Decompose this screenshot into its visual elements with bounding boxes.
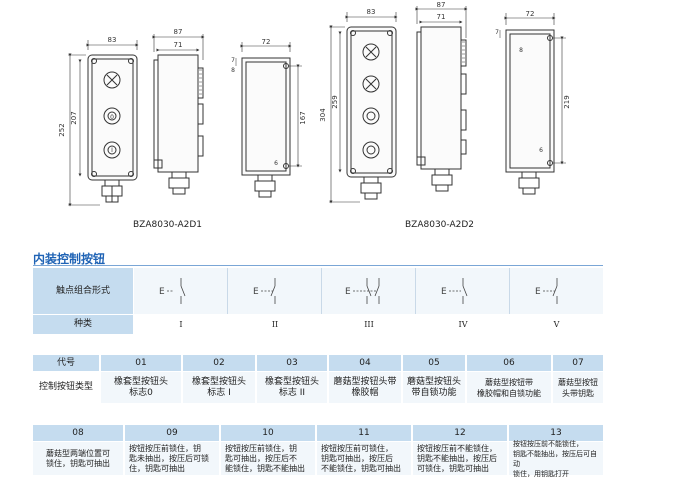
button-code-table-2: 08 蘑菇型两端位置可 锁住，钥匙可抽出 09 按钮按压前锁住，钥 匙未抽出，按… <box>33 425 603 478</box>
a2d2-front-total-height-label: 304 <box>319 108 327 122</box>
type-header: 种类 <box>33 315 133 334</box>
code-05-desc: 蘑菇型按钮头 带自锁功能 <box>403 372 465 403</box>
code-04-desc: 蘑菇型按钮头带 橡胶帽 <box>329 372 401 403</box>
svg-text:E: E <box>441 287 447 297</box>
a2d1-side-view <box>152 34 205 195</box>
contact-symbol-type-5: E <box>510 268 603 314</box>
a2d1-rear-offset-label: 8 <box>231 67 235 74</box>
code-12-desc: 按钮按压前不能锁住， 钥匙不能抽出，按压后 可锁住，钥匙可抽出 <box>413 442 507 475</box>
code-03: 03 <box>257 355 327 371</box>
code-10-desc: 按钮按压前锁住，钥 匙可抽出，按压后不 能锁住，钥匙不能抽出 <box>221 442 315 475</box>
contact-symbol-type-2: E <box>228 268 322 314</box>
a2d1-rear-top-label: 7 <box>231 57 235 64</box>
contact-form-header: 触点组合形式 <box>33 268 133 314</box>
a2d2-side-inner-depth-label: 71 <box>437 13 446 21</box>
code-05: 05 <box>403 355 465 371</box>
a2d1-front-view: 0 I <box>68 40 139 207</box>
a2d2-front-view <box>329 12 398 204</box>
a2d2-rear-width-label: 72 <box>526 10 535 18</box>
contact-symbol-type-1: E <box>134 268 228 314</box>
svg-text:E: E <box>159 287 165 297</box>
code-06: 06 <box>467 355 551 371</box>
a2d1-rear-view <box>235 42 302 198</box>
a2d1-rear-hole-height-label: 167 <box>299 111 307 124</box>
a2d2-rear-bottom-label: 6 <box>539 147 543 154</box>
a2d2-side-depth-label: 87 <box>437 1 446 9</box>
a2d1-front-total-height-label: 252 <box>58 123 66 136</box>
code-12: 12 <box>413 425 507 441</box>
type-label-1: I <box>134 315 228 334</box>
code-header: 代号 <box>33 355 99 371</box>
type-label-3: III <box>322 315 416 334</box>
a2d2-rear-hole-height-label: 219 <box>563 95 571 108</box>
a2d2-front-width-label: 83 <box>367 8 376 16</box>
contact-symbol-type-4: E <box>416 268 510 314</box>
code-13: 13 <box>509 425 603 441</box>
type-label-5: V <box>510 315 603 334</box>
code-09: 09 <box>125 425 219 441</box>
contact-symbol-type-3: E <box>322 268 416 314</box>
a2d1-rear-width-label: 72 <box>262 38 271 46</box>
code-10: 10 <box>221 425 315 441</box>
code-09-desc: 按钮按压前锁住，钥 匙未抽出，按压后可锁 住，钥匙可抽出 <box>125 442 219 475</box>
a2d1-front-width-label: 83 <box>108 36 117 44</box>
a2d2-rear-offset-label: 8 <box>519 47 523 54</box>
code-08: 08 <box>33 425 123 441</box>
svg-text:0: 0 <box>110 114 114 121</box>
a2d1-side-inner-depth-label: 71 <box>174 41 183 49</box>
section-divider <box>33 265 603 266</box>
code-13-desc: 按钮按压前不能锁住， 钥匙不能抽出，按压后可自动 锁住，用钥匙打开 <box>509 440 603 478</box>
a2d2-rear-view <box>499 13 566 195</box>
type-label-2: II <box>228 315 322 334</box>
a2d2-front-mount-height-label: 259 <box>331 95 339 108</box>
code-02-desc: 橡套型按钮头 标志 I <box>183 372 255 403</box>
code-08-desc: 蘑菇型两端位置可 锁住，钥匙可抽出 <box>33 442 123 475</box>
code-11: 11 <box>317 425 411 441</box>
svg-text:E: E <box>535 287 541 297</box>
button-type-header: 控制按钮类型 <box>33 372 99 403</box>
svg-text:E: E <box>345 287 351 297</box>
a2d2-side-view <box>415 6 468 192</box>
a2d1-rear-bottom-label: 6 <box>274 160 278 167</box>
type-label-4: IV <box>416 315 510 334</box>
svg-text:I: I <box>111 147 113 154</box>
svg-text:E: E <box>253 287 259 297</box>
code-02: 02 <box>183 355 255 371</box>
button-code-table-1: 代号 控制按钮类型 01 橡套型按钮头 标志0 02 橡套型按钮头 标志 I 0… <box>33 355 603 403</box>
a2d1-front-mount-height-label: 207 <box>70 111 78 124</box>
a2d1-caption: BZA8030-A2D1 <box>133 220 202 230</box>
enclosure-drawings: 0 I 83 252 207 <box>58 1 571 207</box>
code-01-desc: 橡套型按钮头 标志0 <box>101 372 181 403</box>
a2d2-rear-top-label: 7 <box>495 29 499 36</box>
code-04: 04 <box>329 355 401 371</box>
code-03-desc: 橡套型按钮头 标志 II <box>257 372 327 403</box>
code-01: 01 <box>101 355 181 371</box>
a2d1-side-depth-label: 87 <box>174 28 183 36</box>
code-07: 07 <box>553 355 603 371</box>
a2d2-caption: BZA8030-A2D2 <box>405 220 474 230</box>
section-title: 内装控制按钮 <box>33 252 106 266</box>
code-07-desc: 蘑菇型按钮 头带钥匙 <box>553 372 603 403</box>
contact-type-table: 触点组合形式 种类 E E E E E <box>33 268 603 334</box>
code-11-desc: 按钮按压前可锁住， 钥匙可抽出，按压后 不能锁住，钥匙可抽出 <box>317 442 411 475</box>
code-06-desc: 蘑菇型按钮带 橡胶帽和自锁功能 <box>467 372 551 403</box>
